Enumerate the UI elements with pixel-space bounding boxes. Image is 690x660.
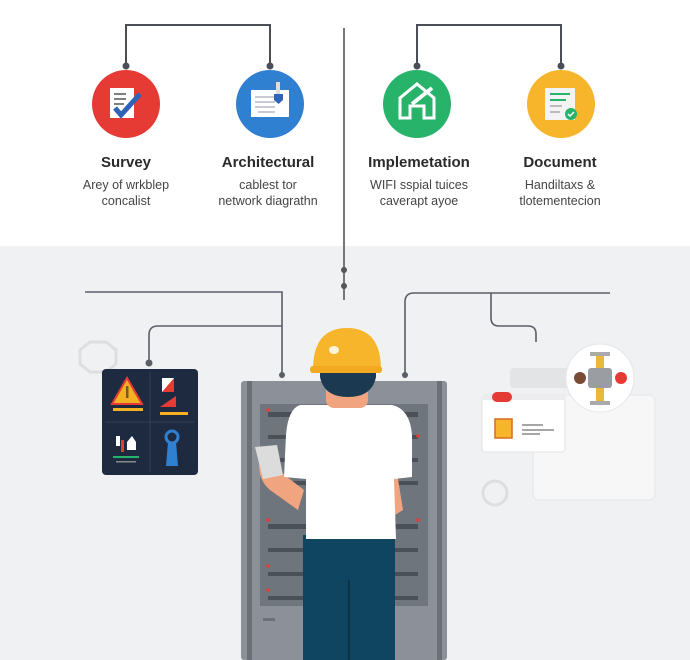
- technician-figure: [255, 328, 412, 660]
- wrench-icon: [164, 429, 180, 466]
- step-desc-line2: network diagrathn: [218, 194, 318, 208]
- house-tool-icon: [383, 70, 451, 138]
- lower-connectors: [85, 291, 610, 375]
- blueprint-icon: [236, 70, 304, 138]
- step-desc-line1: Arey of wrkblep: [82, 178, 170, 192]
- step-implementation: Implemetation WIFI sspial tuices caverap…: [344, 154, 494, 209]
- step-desc-line2: tlotementecion: [519, 194, 601, 208]
- step-title: Implemetation: [368, 154, 470, 171]
- step-desc-line2: caverapt ayoe: [379, 194, 459, 208]
- step-title: Document: [523, 154, 597, 171]
- top-connectors: [125, 24, 562, 66]
- step-survey: Survey Arey of wrkblep concalist: [51, 154, 201, 209]
- step-document: Document Handiltaxs & tlotementecion: [485, 154, 635, 209]
- step-desc-line1: WIFI sspial tuices: [370, 178, 468, 192]
- tools-icon: [113, 436, 139, 463]
- step-architectural: Architectural cablest tor network diagra…: [193, 154, 343, 209]
- step-desc-line1: Handiltaxs &: [524, 178, 596, 192]
- checklist-icon: [92, 70, 160, 138]
- step-desc-line2: concalist: [101, 194, 151, 208]
- step-desc-line1: cablest tor: [239, 178, 297, 192]
- panel-left: [102, 369, 198, 475]
- right-card: [481, 392, 566, 453]
- warning-icon: [110, 375, 144, 411]
- chart-icon: [160, 378, 188, 415]
- step-title: Architectural: [221, 154, 315, 171]
- team-circle: [565, 343, 635, 413]
- document-check-icon: [527, 70, 595, 138]
- step-title: Survey: [100, 154, 152, 171]
